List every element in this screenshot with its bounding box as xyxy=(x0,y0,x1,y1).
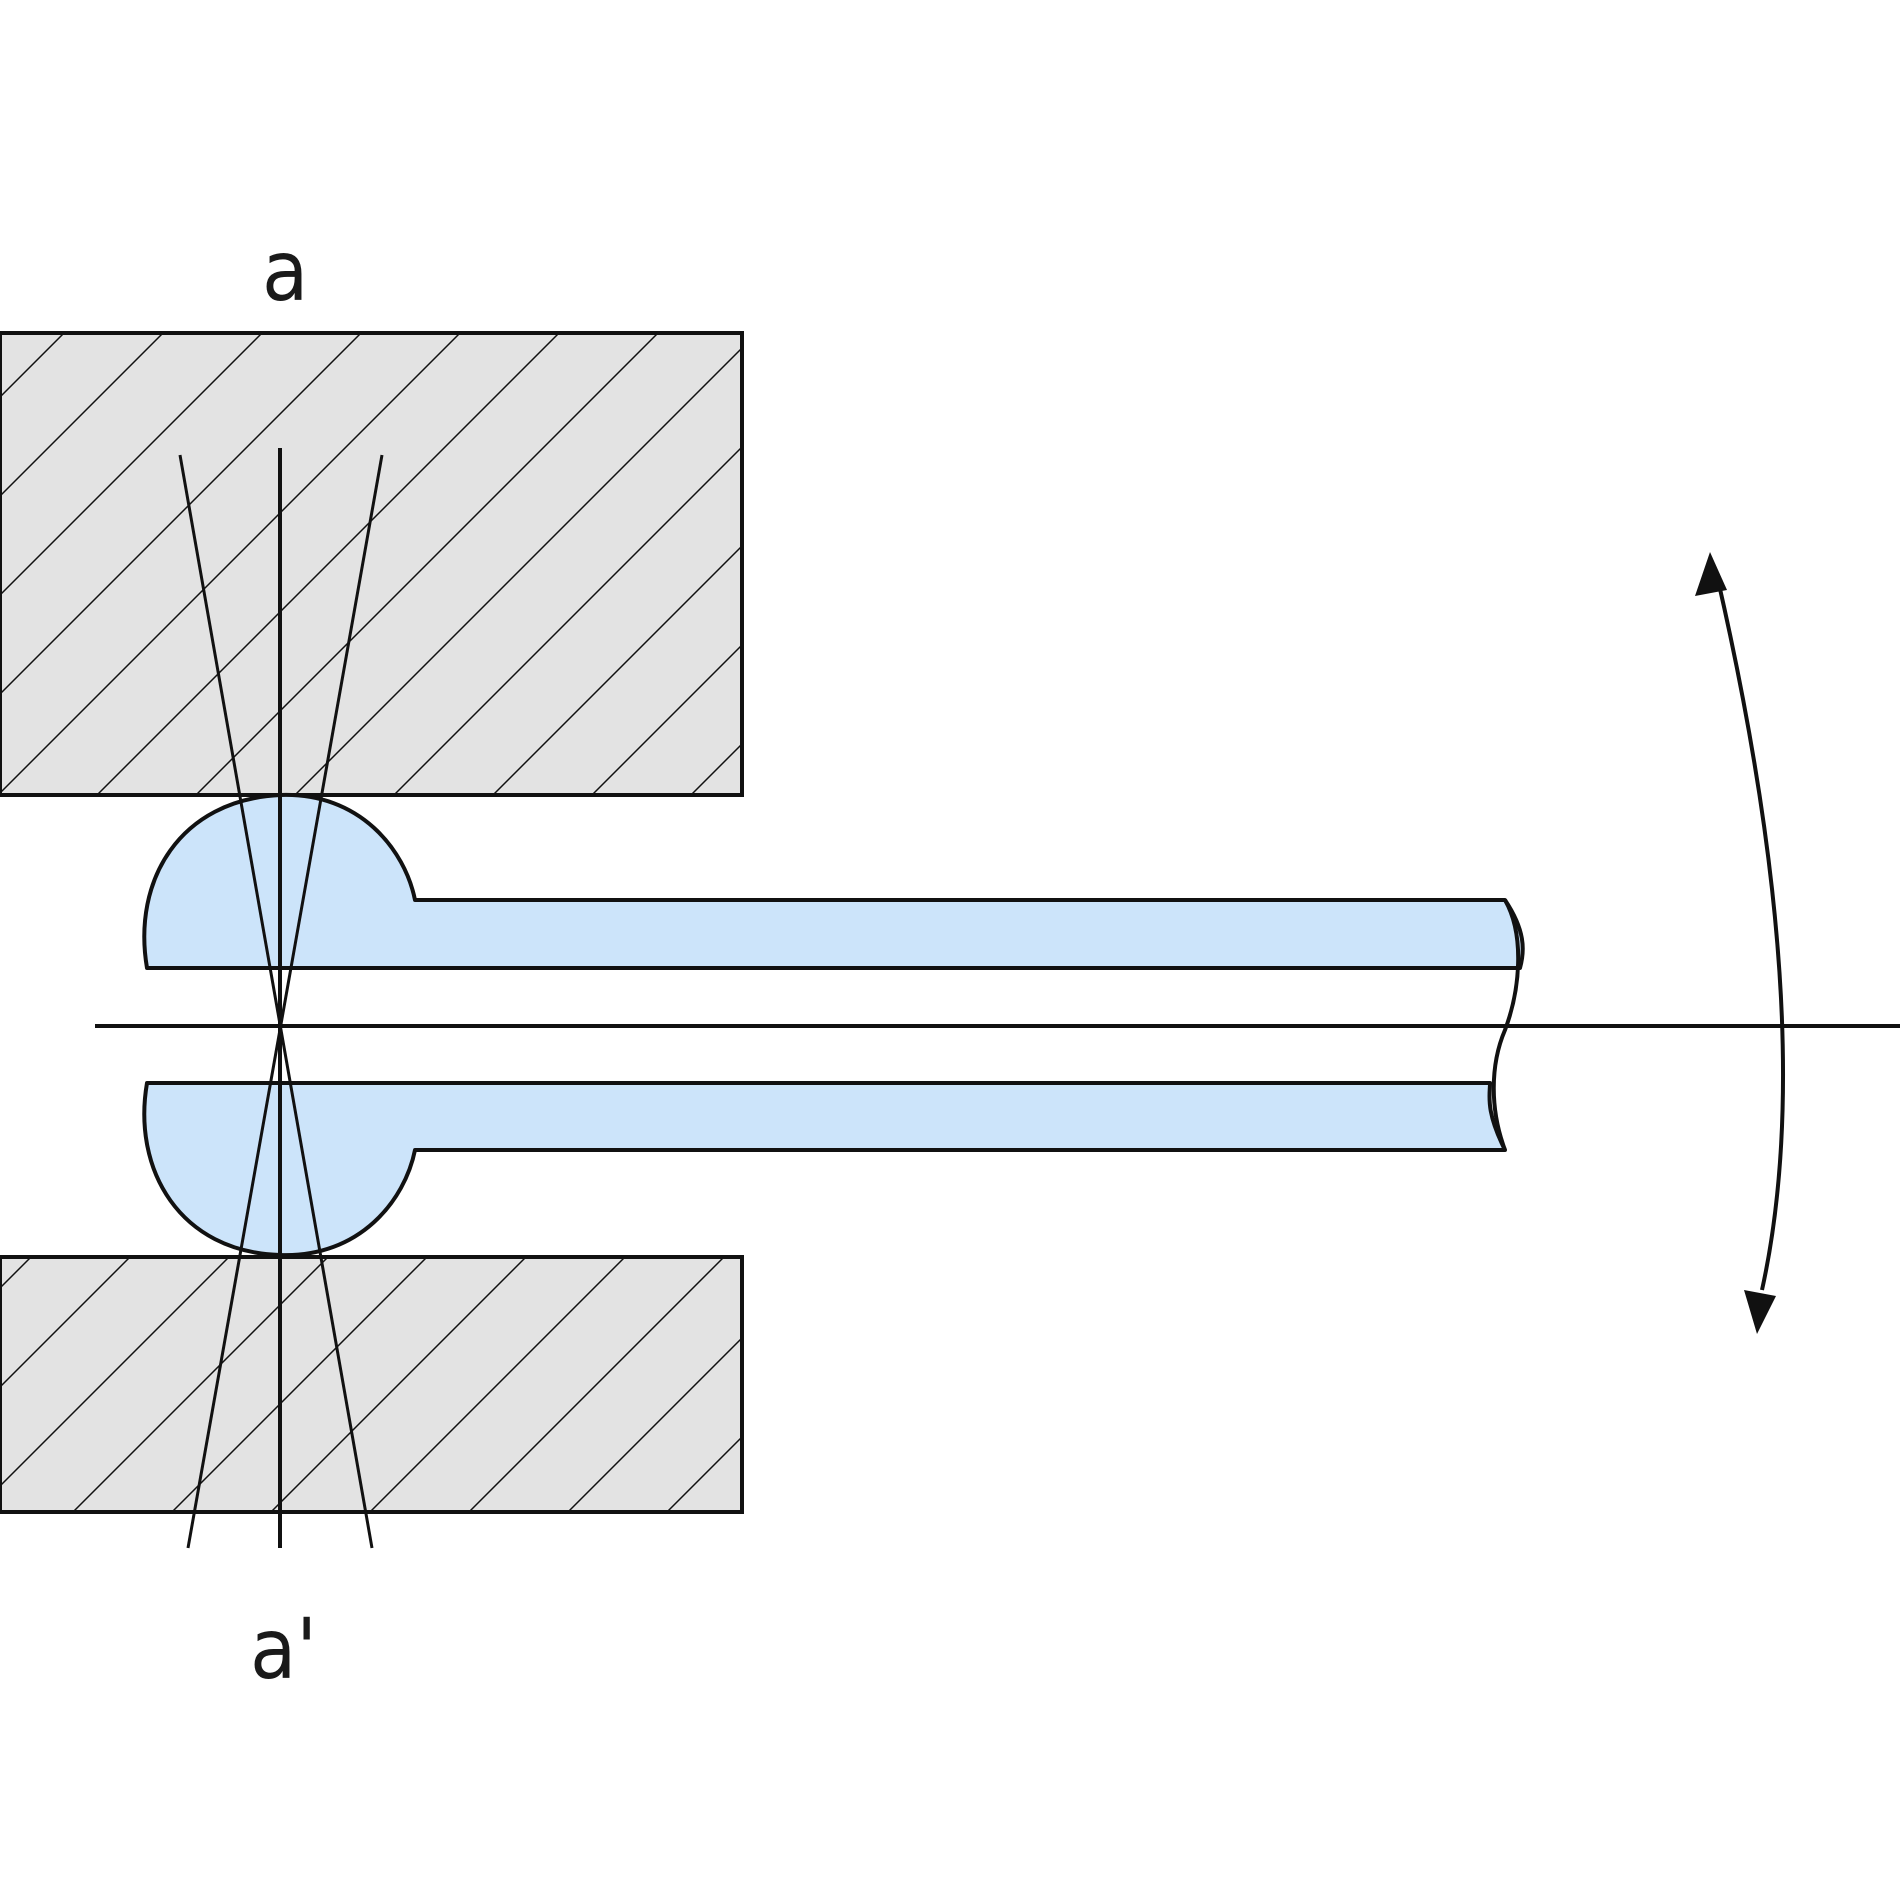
label-a-prime: a' xyxy=(250,1600,317,1698)
upper-shaft-with-ball xyxy=(142,792,1525,970)
tilted-axis-right xyxy=(186,454,384,1549)
arrow-head-down-icon xyxy=(1744,1290,1776,1334)
lower-shaft-with-ball xyxy=(142,1081,1507,1258)
lower-hatched-block xyxy=(0,1255,744,1514)
shaft-break-line xyxy=(1491,899,1521,1151)
label-a: a xyxy=(262,222,308,320)
rotation-arc xyxy=(1716,579,1786,1291)
arrow-head-up-icon xyxy=(1695,552,1727,596)
tilted-axis-left xyxy=(178,454,374,1549)
upper-hatched-block xyxy=(0,331,744,797)
